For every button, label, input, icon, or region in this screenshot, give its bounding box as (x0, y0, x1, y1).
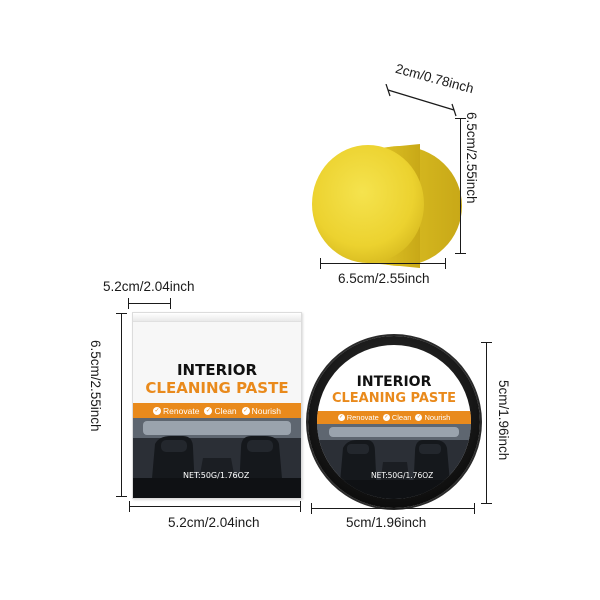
tick (128, 298, 130, 309)
box-title-line2: CLEANING PASTE (145, 379, 289, 397)
tin-title-line2: CLEANING PASTE (331, 391, 457, 406)
check-icon: ✓ (153, 406, 162, 415)
tin-feature: ✓Clean (382, 413, 412, 422)
tin-lid-label: INTERIOR CLEANING PASTE ✓Renovate ✓Clean… (317, 345, 471, 499)
check-icon: ✓ (241, 406, 250, 415)
sponge-height-label: 6.5cm/2.55inch (464, 112, 479, 204)
sponge-width-dimension-line (320, 263, 446, 265)
check-icon: ✓ (415, 414, 423, 421)
tick (129, 501, 131, 512)
check-icon: ✓ (204, 406, 213, 415)
box-width-dimension-line (129, 506, 301, 508)
box-height-label: 6.5cm/2.55inch (88, 340, 103, 432)
yellow-sponge (312, 144, 462, 268)
tin-net-weight: NET:50G/1.76OZ (371, 471, 434, 480)
check-icon: ✓ (382, 414, 390, 421)
tick (455, 253, 466, 255)
box-depth-dimension-line (128, 303, 170, 305)
tin-feature-bar: ✓Renovate ✓Clean ✓Nourish (317, 411, 471, 424)
sponge-thickness-dimension-line (385, 84, 457, 117)
tin-width-dimension-line (311, 508, 475, 510)
sponge-height-dimension-line (460, 118, 462, 254)
tin-feature: ✓Nourish (415, 413, 451, 422)
car-seats-image (133, 418, 301, 498)
box-feature: ✓Clean (204, 405, 237, 416)
tin-width-label: 5cm/1.96inch (346, 515, 427, 530)
box-feature: ✓Renovate (153, 405, 200, 416)
tick (311, 503, 313, 514)
box-depth-label: 5.2cm/2.04inch (103, 279, 195, 294)
box-title-line1: INTERIOR (176, 361, 258, 379)
tin-height-dimension-line (486, 342, 488, 504)
tick (170, 298, 172, 309)
tick (116, 496, 127, 498)
tin-car-seats-image (317, 424, 471, 499)
tick (300, 501, 302, 512)
tick (474, 503, 476, 514)
tin-feature: ✓Renovate (337, 413, 379, 422)
tick (116, 313, 127, 315)
box-lid (133, 313, 301, 322)
product-box: INTERIOR CLEANING PASTE ✓Renovate ✓Clean… (132, 312, 302, 499)
box-feature-bar: ✓Renovate ✓Clean ✓Nourish (133, 403, 301, 418)
check-icon: ✓ (337, 414, 345, 421)
tick (481, 503, 492, 505)
tick (455, 118, 466, 120)
tick (481, 342, 492, 344)
box-feature: ✓Nourish (241, 405, 281, 416)
tin-height-label: 5cm/1.96inch (496, 380, 511, 461)
product-tin: INTERIOR CLEANING PASTE ✓Renovate ✓Clean… (308, 336, 480, 508)
tick (445, 258, 447, 269)
box-net-weight: NET:50G/1.76OZ (183, 471, 250, 480)
box-width-label: 5.2cm/2.04inch (168, 515, 260, 530)
sponge-width-label: 6.5cm/2.55inch (338, 271, 430, 286)
box-height-dimension-line (121, 313, 123, 497)
tick (320, 258, 322, 269)
tin-title-line1: INTERIOR (356, 374, 432, 390)
